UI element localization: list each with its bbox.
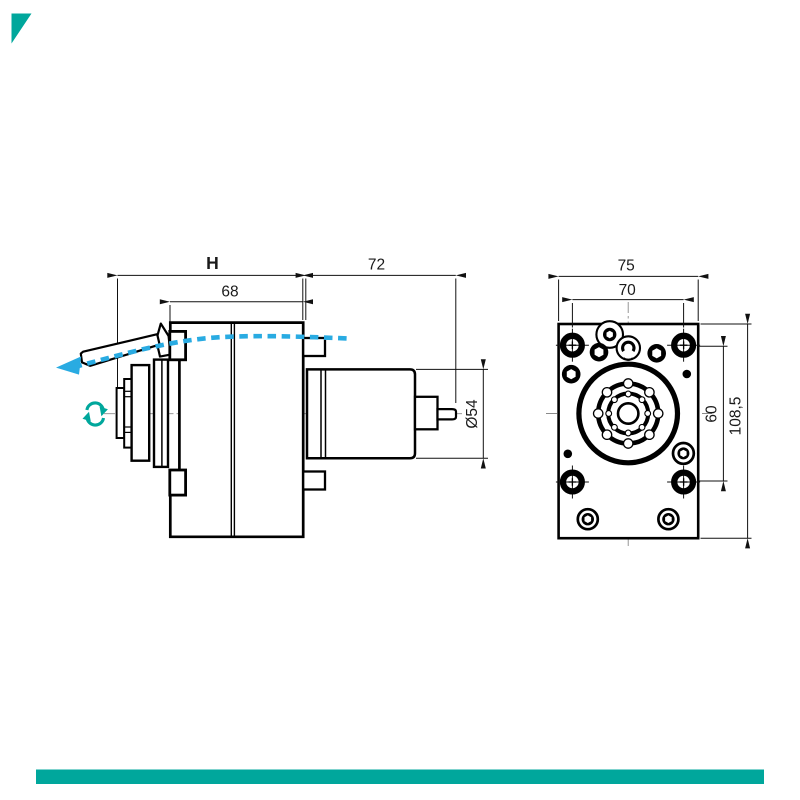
- spindle-flange: [152, 358, 170, 469]
- alignment-key-bottom: [302, 470, 327, 491]
- hex-socket: [680, 449, 687, 458]
- hex-socket: [665, 515, 672, 523]
- side-view: H 72 68 Ø54: [56, 253, 488, 539]
- tool-body: [168, 321, 305, 539]
- spindle-nose-cap: [115, 387, 126, 439]
- dim-label-72: 72: [368, 257, 385, 274]
- mounting-bolt: [667, 465, 701, 499]
- snap-ring-lip: [623, 357, 634, 361]
- snap-ring: [621, 340, 636, 352]
- hex-socket: [584, 515, 592, 523]
- bearing-ball: [652, 408, 664, 419]
- spindle-bearing-face: [576, 361, 681, 466]
- shank-tip-step: [413, 395, 439, 431]
- top-fastener-cluster: [589, 320, 666, 363]
- shank-cylinder: [305, 368, 417, 460]
- mounting-bolts: [555, 328, 701, 499]
- hex-socket: [652, 348, 662, 359]
- hex-socket: [566, 369, 576, 380]
- bearing-hole: [624, 429, 632, 437]
- bearing-ball: [601, 386, 613, 398]
- rotation-direction-icon: [82, 401, 108, 427]
- mounting-bolt: [667, 328, 701, 362]
- alignment-key-top: [302, 336, 327, 358]
- dim-label-70: 70: [619, 282, 637, 299]
- hex-socket: [606, 330, 613, 339]
- hex-socket: [594, 347, 604, 358]
- collet-nut: [130, 363, 151, 462]
- bearing-hole: [610, 396, 618, 404]
- bearing-hole: [638, 423, 646, 431]
- bearing-hole: [624, 390, 632, 398]
- bearing-hole: [638, 396, 646, 404]
- dim-label-108-5: 108,5: [728, 397, 745, 436]
- mounting-bolt: [555, 465, 589, 499]
- clamp-block-bottom: [168, 468, 188, 497]
- corner-triangle-decoration: [11, 13, 32, 44]
- footer-bar-decoration: [36, 769, 764, 784]
- center-bore: [616, 401, 640, 425]
- retainer-cap: [615, 335, 642, 361]
- coolant-feed-arrow-icon: [56, 356, 82, 375]
- coolant-feed-dashed-line: [72, 333, 353, 370]
- rotation-arrowhead: [99, 406, 108, 417]
- bearing-ball: [592, 408, 604, 419]
- dim-label-d54: Ø54: [464, 399, 481, 429]
- bearing-ball: [622, 378, 634, 389]
- bearing-ball: [622, 438, 634, 449]
- dowel-pin-hole: [682, 369, 692, 379]
- bearing-outer-ring: [576, 361, 681, 466]
- rotation-arrowhead: [82, 411, 91, 422]
- bearing-ball: [601, 429, 613, 441]
- dowel-pin-hole: [563, 449, 573, 459]
- bearing-hole: [644, 410, 652, 417]
- bearing-ball: [644, 429, 655, 441]
- dim-label-75: 75: [618, 258, 635, 275]
- clamp-block-top: [168, 329, 188, 362]
- front-view: 75 70 60 108,5: [546, 258, 752, 549]
- bearing-hole: [610, 423, 618, 431]
- bearing-hole: [605, 410, 613, 417]
- mounting-bolt: [555, 328, 589, 362]
- dim-label-68: 68: [221, 284, 238, 301]
- shank-tip-end: [436, 408, 458, 421]
- bearing-ball: [644, 386, 655, 398]
- dim-label-60: 60: [704, 405, 721, 423]
- dim-label-H: H: [206, 253, 219, 273]
